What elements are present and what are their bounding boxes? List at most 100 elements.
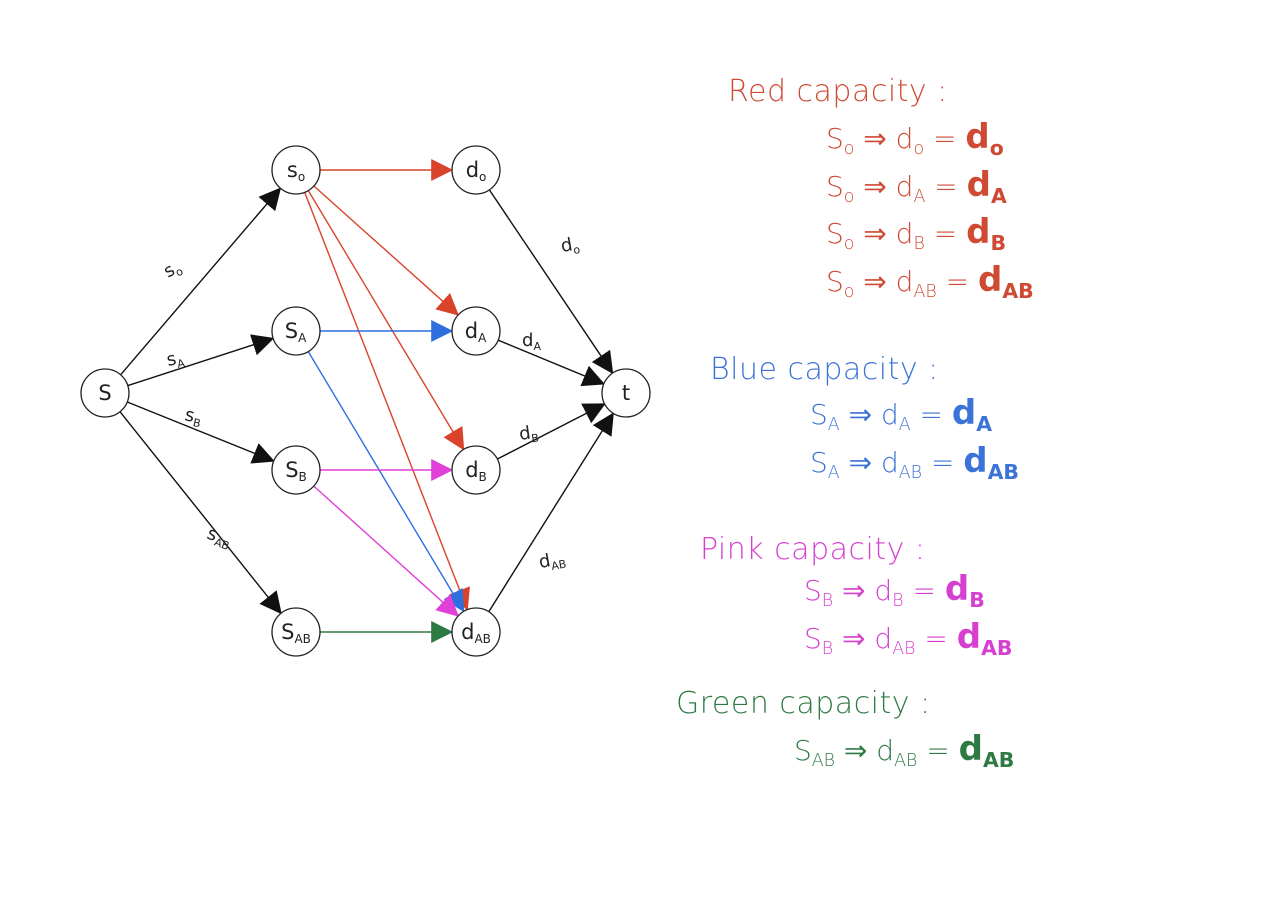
node-da-label: dA [465,319,487,345]
green-capacity-title: Green capacity : [676,686,931,721]
rule-from: S [826,169,844,203]
rule-from: S [826,122,844,155]
green-capacity-rules: SAB ⇒ dAB = dAB [794,727,1014,775]
rule-from-sub: A [827,462,840,483]
rule-from-sub: o [843,186,855,207]
rule-rhs: dAB [958,729,1015,773]
node-db-label: dB [465,458,487,484]
rule-to: d [895,169,914,203]
rule-to-sub: AB [898,462,922,483]
edge-s-to-sa [127,334,275,387]
rule-rhs: dA [966,164,1007,208]
rule-from: S [804,621,822,655]
blue-capacity-rule: SA ⇒ dAB = dAB [810,439,1019,487]
rule-from: S [810,445,828,479]
red-capacity-rule: So ⇒ dAB = dAB [826,258,1034,306]
node-do: do [451,145,501,195]
node-da-circle [451,306,501,356]
rule-arrow: ⇒ [835,734,877,767]
node-so-circle [271,145,321,195]
rule-from: S [826,265,844,299]
edge-label-do-to-t: do [559,233,581,259]
rule-eq: = [936,265,978,299]
node-so: so [271,145,321,195]
node-t: t [601,368,651,418]
rule-to: d [880,445,899,479]
rule-eq: = [917,734,959,767]
edge-dab-to-t [488,412,614,613]
edge-label-db-to-t: dB [518,422,540,447]
node-db: dB [451,445,501,495]
node-so-label: so [287,158,305,184]
node-sa-circle [271,306,321,356]
rule-arrow: ⇒ [839,445,881,479]
rule-arrow: ⇒ [833,621,875,655]
red-capacity-title: Red capacity : [728,74,948,109]
edge-label-s-to-sa: sA [165,347,187,373]
rule-arrow: ⇒ [854,169,896,203]
edge-s-to-sb [127,401,275,464]
node-sab: SAB [271,607,321,657]
node-sb-label: SB [285,458,307,484]
node-sa-label: SA [285,319,307,345]
rule-to: d [874,621,893,655]
rule-rhs: dA [951,393,992,437]
rule-to-sub: AB [892,638,916,659]
rule-arrow: ⇒ [839,398,881,431]
rule-to-sub: B [913,234,925,255]
node-sab-circle [271,607,321,657]
rule-to-sub: o [913,139,925,160]
rule-eq: = [925,169,967,203]
rule-to: d [880,398,899,431]
rule-rhs: dAB [963,440,1019,484]
rule-rhs: do [965,117,1004,161]
rule-rhs: dB [944,569,985,613]
rule-to-sub: AB [894,751,918,772]
rule-eq: = [910,398,952,431]
edge-so-to-da [313,185,460,316]
edge-label-s-to-sb: sB [183,404,204,430]
rule-to-sub: AB [913,282,937,303]
blue-capacity-title: Blue capacity : [710,352,939,387]
rule-arrow: ⇒ [854,265,896,299]
node-do-circle [451,145,501,195]
node-dab-label: dAB [461,620,491,646]
edges-layer [119,159,614,643]
edge-db-to-t [497,403,606,460]
rule-from-sub: o [843,139,855,160]
rule-to: d [895,122,914,155]
edge-label-dab-to-t: dAB [537,548,567,575]
edge-do-to-t [488,189,614,375]
edge-da-to-t [497,339,605,387]
node-sb-circle [271,445,321,495]
rule-rhs: dB [966,212,1006,256]
edge-label-da-to-t: dA [522,330,541,353]
rule-arrow: ⇒ [854,122,896,155]
edge-s-to-so [120,187,282,376]
rule-to: d [876,734,895,767]
pink-capacity-title: Pink capacity : [700,532,926,567]
pink-capacity-rule: SB ⇒ dB = dB [804,567,1012,615]
rule-from-sub: A [827,415,840,436]
rule-to: d [874,574,893,607]
green-capacity-rule: SAB ⇒ dAB = dAB [794,727,1014,775]
rule-to-sub: A [913,186,926,207]
rule-to: d [895,265,914,299]
rule-arrow: ⇒ [854,217,896,251]
rule-from-sub: B [821,591,834,612]
node-db-circle [451,445,501,495]
rule-arrow: ⇒ [833,574,875,607]
node-s-label: S [98,381,111,405]
rule-rhs: dAB [956,616,1013,660]
edge-so-to-db [307,190,465,451]
rule-to: d [895,217,914,251]
rule-from: S [794,734,812,767]
